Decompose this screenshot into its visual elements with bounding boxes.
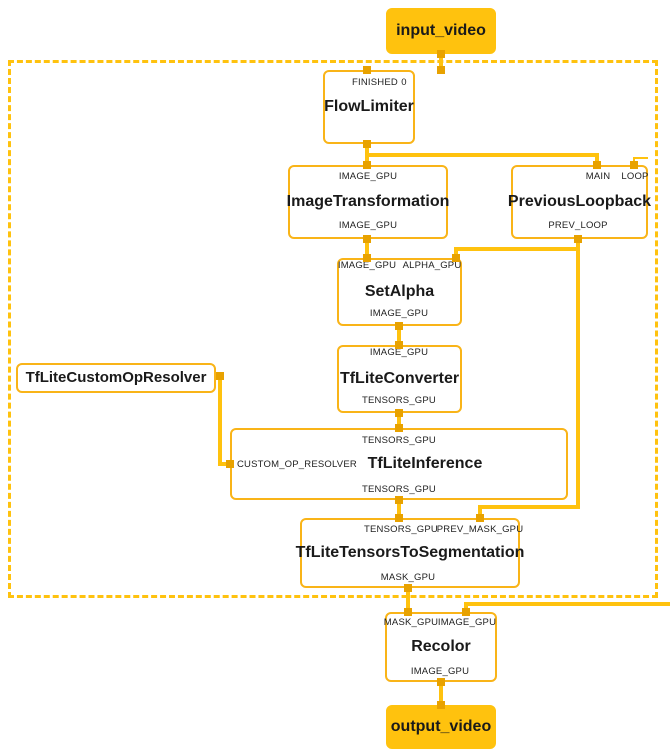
- port-label-flowlimiter-finished: FINISHED: [352, 77, 398, 88]
- port-label-tfliteinference-custom-op-resolver: CUSTOM_OP_RESOLVER: [237, 459, 357, 470]
- port-label-previousloopback-prev-loop: PREV_LOOP: [548, 220, 608, 231]
- port-label-setalpha-in-image-gpu: IMAGE_GPU: [337, 260, 397, 271]
- node-tflite-inference[interactable]: TfLiteInference: [230, 428, 568, 500]
- pin-segmentation-out-mask: [404, 584, 412, 592]
- node-output-video[interactable]: output_video: [386, 705, 496, 749]
- node-label: TfLiteInference: [367, 455, 483, 473]
- node-label: input_video: [396, 22, 486, 40]
- pin-tfliteconverter-in: [395, 341, 403, 349]
- port-label-imagetransformation-out-image-gpu: IMAGE_GPU: [338, 220, 398, 231]
- port-label-tfliteinference-in-tensors-gpu: TENSORS_GPU: [362, 435, 436, 446]
- port-label-setalpha-out-image-gpu: IMAGE_GPU: [369, 308, 429, 319]
- port-label-tfliteconverter-in-image-gpu: IMAGE_GPU: [369, 347, 429, 358]
- node-label: TfLiteTensorsToSegmentation: [295, 544, 525, 562]
- pin-input-video-out: [437, 50, 445, 58]
- port-label-previousloopback-main: MAIN: [585, 171, 611, 182]
- node-flow-limiter[interactable]: FlowLimiter: [323, 70, 415, 144]
- node-label: TfLiteConverter: [339, 370, 460, 388]
- pin-setalpha-out: [395, 322, 403, 330]
- port-label-recolor-out-image-gpu: IMAGE_GPU: [410, 666, 470, 677]
- pin-tfliteconverter-out: [395, 409, 403, 417]
- node-previous-loopback[interactable]: PreviousLoopback: [507, 165, 652, 239]
- port-label-segmentation-out-mask-gpu: MASK_GPU: [380, 572, 436, 583]
- port-label-segmentation-in-tensors-gpu: TENSORS_GPU: [364, 524, 438, 535]
- node-label: SetAlpha: [364, 283, 435, 301]
- node-set-alpha[interactable]: SetAlpha: [337, 258, 462, 326]
- pin-tfliteinference-in-custom: [226, 460, 234, 468]
- node-label: Recolor: [411, 638, 471, 656]
- edge-flowlimiter-to-previousloopback-main: [367, 153, 599, 165]
- edge-previousloopback-to-setalpha-alpha: [454, 239, 580, 258]
- pin-output-video-in: [437, 701, 445, 709]
- node-tflite-custom-op-resolver[interactable]: TfLiteCustomOpResolver: [16, 363, 216, 393]
- port-label-setalpha-in-alpha-gpu: ALPHA_GPU: [402, 260, 462, 271]
- pin-imagetransformation-in: [363, 161, 371, 169]
- pin-recolor-in-image: [462, 608, 470, 616]
- node-label: output_video: [390, 718, 492, 736]
- pin-flowlimiter-in-0: [437, 66, 445, 74]
- pin-resolver-out: [216, 372, 224, 380]
- node-label: PreviousLoopback: [507, 193, 652, 211]
- node-tflite-converter[interactable]: TfLiteConverter: [337, 345, 462, 413]
- pin-segmentation-in-prevmask: [476, 514, 484, 522]
- pin-previousloopback-out-prev-loop: [574, 235, 582, 243]
- port-label-tfliteinference-out-tensors-gpu: TENSORS_GPU: [362, 484, 436, 495]
- node-input-video[interactable]: input_video: [386, 8, 496, 54]
- port-label-recolor-in-image-gpu: IMAGE_GPU: [437, 617, 497, 628]
- pin-setalpha-in-image: [363, 254, 371, 262]
- port-label-recolor-in-mask-gpu: MASK_GPU: [383, 617, 439, 628]
- node-label: TfLiteCustomOpResolver: [25, 368, 207, 386]
- pin-tfliteinference-out: [395, 496, 403, 504]
- node-label: FlowLimiter: [324, 98, 414, 116]
- pin-previousloopback-in-loop: [630, 161, 638, 169]
- pin-setalpha-in-alpha: [452, 254, 460, 262]
- node-label: ImageTransformation: [286, 193, 450, 211]
- port-label-previousloopback-loop: LOOP: [621, 171, 649, 182]
- port-label-tfliteconverter-out-tensors-gpu: TENSORS_GPU: [362, 395, 436, 406]
- pin-segmentation-in-tensors: [395, 514, 403, 522]
- edge-resolver-to-tfliteinference: [218, 376, 230, 466]
- node-tflite-tensors-to-segmentation[interactable]: TfLiteTensorsToSegmentation: [296, 518, 524, 588]
- port-label-flowlimiter-0: 0: [401, 77, 407, 88]
- port-label-segmentation-in-prev-mask-gpu: PREV_MASK_GPU: [436, 524, 524, 535]
- edge-previousloopback-to-segmentation-prevmask: [478, 243, 580, 518]
- pin-flowlimiter-in-finished: [363, 66, 371, 74]
- pin-previousloopback-in-main: [593, 161, 601, 169]
- pin-recolor-out: [437, 678, 445, 686]
- pin-recolor-in-mask: [404, 608, 412, 616]
- pin-flowlimiter-out: [363, 140, 371, 148]
- pin-imagetransformation-out: [363, 235, 371, 243]
- pin-tfliteinference-in-tensors: [395, 424, 403, 432]
- port-label-imagetransformation-in-image-gpu: IMAGE_GPU: [338, 171, 398, 182]
- edge-loop-to-recolor-image: [464, 602, 670, 612]
